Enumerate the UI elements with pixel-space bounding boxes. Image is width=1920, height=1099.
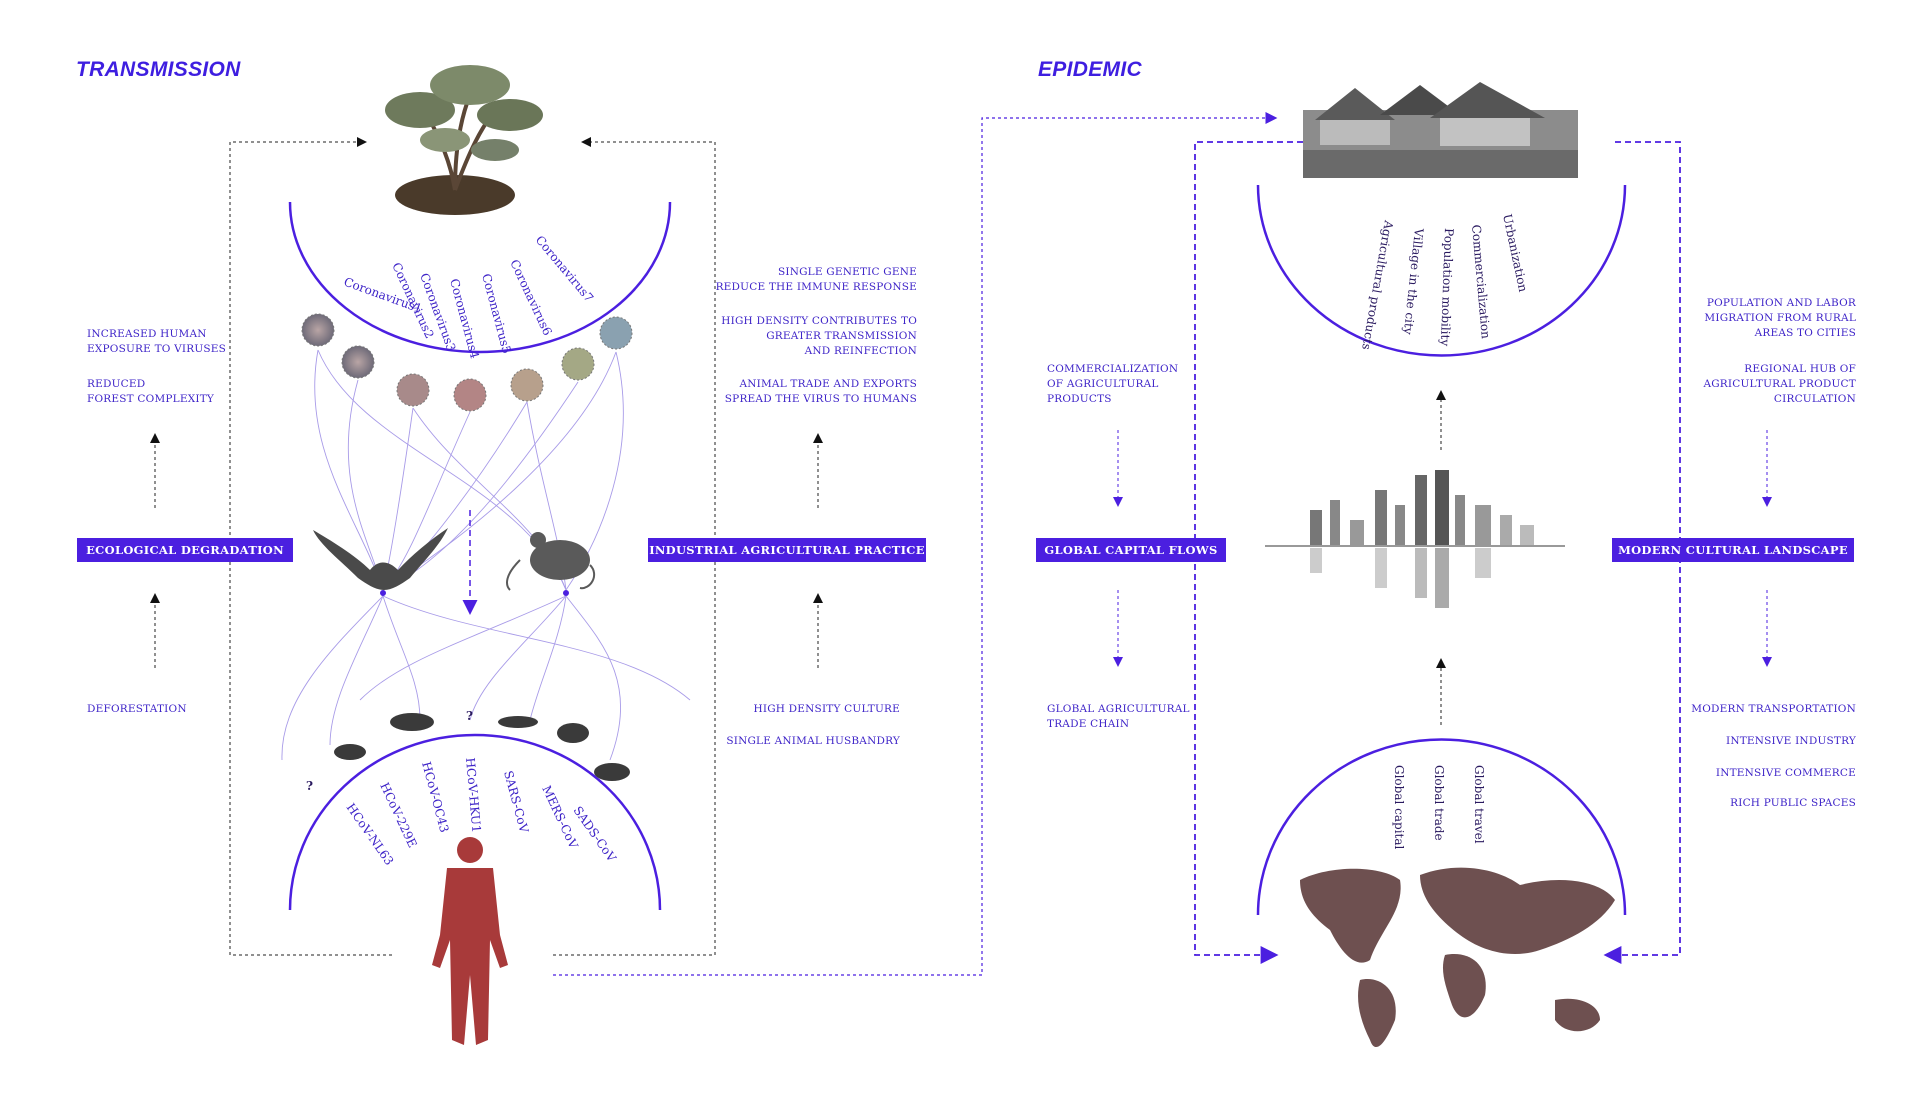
hcov-label: SARS-CoV — [501, 769, 531, 834]
note-agri-chain: GLOBAL AGRICULTURAL TRADE CHAIN — [1047, 703, 1190, 730]
lower-arc-right — [1256, 738, 1627, 916]
question-mark-1: ? — [466, 709, 473, 723]
animal-icon — [334, 744, 366, 760]
village-factor-label: Agricultural products — [1359, 218, 1396, 350]
question-mark-2: ? — [306, 779, 313, 793]
global-factor-label: Global travel — [1472, 765, 1486, 844]
coronavirus-label: Coronavirus7 — [533, 233, 597, 305]
note-hub: REGIONAL HUB OF AGRICULTURAL PRODUCT CIR… — [1703, 363, 1856, 405]
hcov-label: SADS-CoV — [571, 804, 620, 865]
industrial-agricultural-band: INDUSTRIAL AGRICULTURAL PRACTICE — [648, 538, 926, 562]
global-factor-label: Global capital — [1392, 765, 1406, 850]
note-husbandry: SINGLE ANIMAL HUSBANDRY — [726, 735, 900, 747]
village-factor-label: Population mobility — [1438, 228, 1456, 347]
note-industry: INTENSIVE INDUSTRY — [1725, 735, 1856, 747]
note-forest: REDUCED FOREST COMPLEXITY — [87, 378, 215, 405]
note-exposure: INCREASED HUMAN EXPOSURE TO VIRUSES — [87, 328, 227, 355]
note-commercialization: COMMERCIALIZATION OF AGRICULTURAL PRODUC… — [1047, 363, 1179, 405]
village-factor-label: Village in the city — [1401, 227, 1426, 336]
note-transport: MODERN TRANSPORTATION — [1691, 703, 1856, 715]
note-trade: ANIMAL TRADE AND EXPORTS SPREAD THE VIRU… — [724, 378, 917, 405]
virus-icon — [599, 316, 633, 350]
coronavirus-label: Coronavirus6 — [507, 257, 554, 337]
virus-icons — [301, 313, 633, 412]
global-capital-flows-band: GLOBAL CAPITAL FLOWS — [1036, 538, 1226, 562]
modern-cultural-landscape-band: MODERN CULTURAL LANDSCAPE — [1612, 538, 1854, 562]
animal-icon — [557, 723, 589, 743]
human-body-image — [432, 837, 508, 1045]
note-gene: SINGLE GENETIC GENE REDUCE THE IMMUNE RE… — [715, 266, 917, 293]
transmission-title: TRANSMISSION — [76, 58, 241, 81]
purple-side-arrows — [462, 430, 1772, 667]
hcov-label: HCoV-HKU1 — [463, 757, 484, 833]
virus-icon — [510, 368, 544, 402]
note-deforestation: DEFORESTATION — [87, 703, 187, 715]
left-side-arrows — [150, 433, 823, 668]
virus-icon — [341, 345, 375, 379]
virus-icon — [453, 378, 487, 412]
village-factor-labels: Agricultural products Village in the cit… — [1359, 213, 1530, 351]
upper-arc-right — [1256, 184, 1627, 357]
note-public: RICH PUBLIC SPACES — [1730, 797, 1856, 809]
animal-icons — [334, 713, 630, 781]
transmission-loop — [229, 137, 716, 956]
mouse-image — [506, 532, 596, 591]
note-migration: POPULATION AND LABOR MIGRATION FROM RURA… — [1704, 297, 1856, 339]
city-skyline-image — [1265, 470, 1565, 608]
note-density: HIGH DENSITY CONTRIBUTES TO GREATER TRAN… — [721, 315, 917, 357]
note-commerce: INTENSIVE COMMERCE — [1715, 767, 1856, 779]
upper-arc-left — [288, 201, 672, 354]
ecological-degradation-band: ECOLOGICAL DEGRADATION — [77, 538, 293, 562]
epidemic-title: EPIDEMIC — [1038, 58, 1142, 81]
virus-icon — [301, 313, 335, 347]
global-factor-labels: Global capital Global trade Global trave… — [1392, 765, 1486, 850]
world-map-image — [1300, 867, 1615, 1048]
virus-icon — [561, 347, 595, 381]
village-image — [1303, 82, 1578, 178]
global-factor-label: Global trade — [1432, 765, 1446, 841]
hcov-label: HCoV-229E — [377, 780, 419, 849]
tree-image — [385, 65, 543, 215]
village-factor-label: Commercialization — [1469, 224, 1493, 340]
village-factor-label: Urbanization — [1500, 213, 1530, 294]
coronavirus-label: Coronavirus5 — [479, 272, 514, 355]
animal-icon — [594, 763, 630, 781]
note-culture: HIGH DENSITY CULTURE — [753, 703, 900, 715]
hcov-label: HCoV-OC43 — [419, 760, 451, 834]
lower-arc-left — [288, 733, 662, 911]
virus-icon — [396, 373, 430, 407]
coronavirus-labels: Coronavirus1 Coronavirus2 Coronavirus3 C… — [342, 233, 596, 361]
hcov-label: HCoV-NL63 — [344, 801, 397, 868]
animal-icon — [390, 713, 434, 731]
bat-image — [313, 528, 448, 590]
animal-icon — [498, 716, 538, 728]
